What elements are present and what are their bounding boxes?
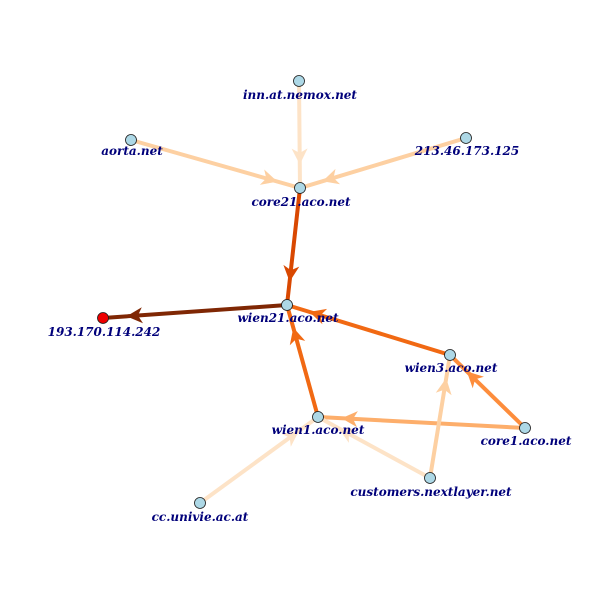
edge-arrowhead: [281, 430, 299, 447]
node-label-wien1: wien1.aco.net: [272, 423, 365, 437]
edge-arrowhead: [309, 308, 328, 325]
node-ip193: [97, 312, 109, 324]
node-circle: [424, 472, 436, 484]
node-cc: [194, 497, 206, 509]
edge-customers-to-wien1: [320, 417, 432, 480]
edge-line: [451, 356, 527, 430]
node-circle: [294, 182, 306, 194]
node-wien1: [312, 411, 324, 423]
node-circle: [312, 411, 324, 423]
node-circle: [97, 312, 109, 324]
edge-line: [286, 308, 320, 419]
edge-arrowhead: [291, 148, 308, 165]
node-core1: [519, 422, 531, 434]
node-aorta: [125, 134, 137, 146]
node-label-aorta: aorta.net: [101, 144, 163, 158]
node-circle: [460, 132, 472, 144]
label-layer: inn.at.nemox.net aorta.net 213.46.173.125 c…: [48, 88, 572, 524]
node-label-inn: inn.at.nemox.net: [243, 88, 357, 102]
node-customers: [424, 472, 436, 484]
edge-arrowhead: [259, 169, 278, 185]
node-circle: [281, 299, 293, 311]
node-circle: [444, 349, 456, 361]
node-label-wien3: wien3.aco.net: [405, 361, 498, 375]
edge-line: [106, 303, 289, 320]
edge-ip213-to-core21: [303, 136, 468, 189]
edge-arrowhead: [322, 168, 341, 185]
node-wien21: [281, 299, 293, 311]
edge-core21-to-wien21: [283, 186, 302, 302]
edge-arrowhead: [338, 428, 357, 443]
node-label-core1: core1.aco.net: [481, 434, 572, 448]
node-circle: [125, 134, 137, 146]
node-wien3: [444, 349, 456, 361]
node-inn: [293, 75, 305, 87]
edge-wien21-to-ip193: [106, 303, 289, 324]
edge-arrowhead: [466, 371, 484, 389]
edge-line: [297, 79, 302, 185]
edge-line: [428, 358, 452, 480]
node-label-customers: customers.nextlayer.net: [350, 485, 512, 499]
edge-core1-to-wien3: [451, 356, 527, 430]
node-label-wien21: wien21.aco.net: [237, 311, 339, 325]
node-label-cc: cc.univie.ac.at: [152, 510, 249, 524]
node-label-core21: core21.aco.net: [251, 195, 351, 209]
node-circle: [194, 497, 206, 509]
edge-layer: [106, 79, 527, 505]
edge-arrowhead: [289, 327, 306, 346]
node-core21: [294, 182, 306, 194]
node-circle: [293, 75, 305, 87]
edge-arrowhead: [435, 378, 452, 396]
node-layer: [97, 75, 531, 509]
edge-arrowhead: [283, 264, 300, 282]
edge-wien1-to-wien21: [286, 308, 320, 419]
edge-aorta-to-core21: [129, 138, 297, 189]
edge-customers-to-wien3: [428, 358, 452, 480]
edge-inn-to-core21: [291, 79, 308, 185]
edge-line: [321, 415, 527, 430]
node-label-ip213: 213.46.173.125: [414, 144, 519, 158]
edge-wien3-to-wien21: [290, 304, 452, 357]
node-label-ip193: 193.170.114.242: [48, 325, 161, 339]
edge-core1-to-wien1: [321, 411, 527, 430]
node-ip213: [460, 132, 472, 144]
edge-arrowhead: [126, 307, 143, 324]
edge-cc-to-wien1: [198, 418, 316, 505]
edge-arrowhead: [341, 411, 358, 428]
node-circle: [519, 422, 531, 434]
